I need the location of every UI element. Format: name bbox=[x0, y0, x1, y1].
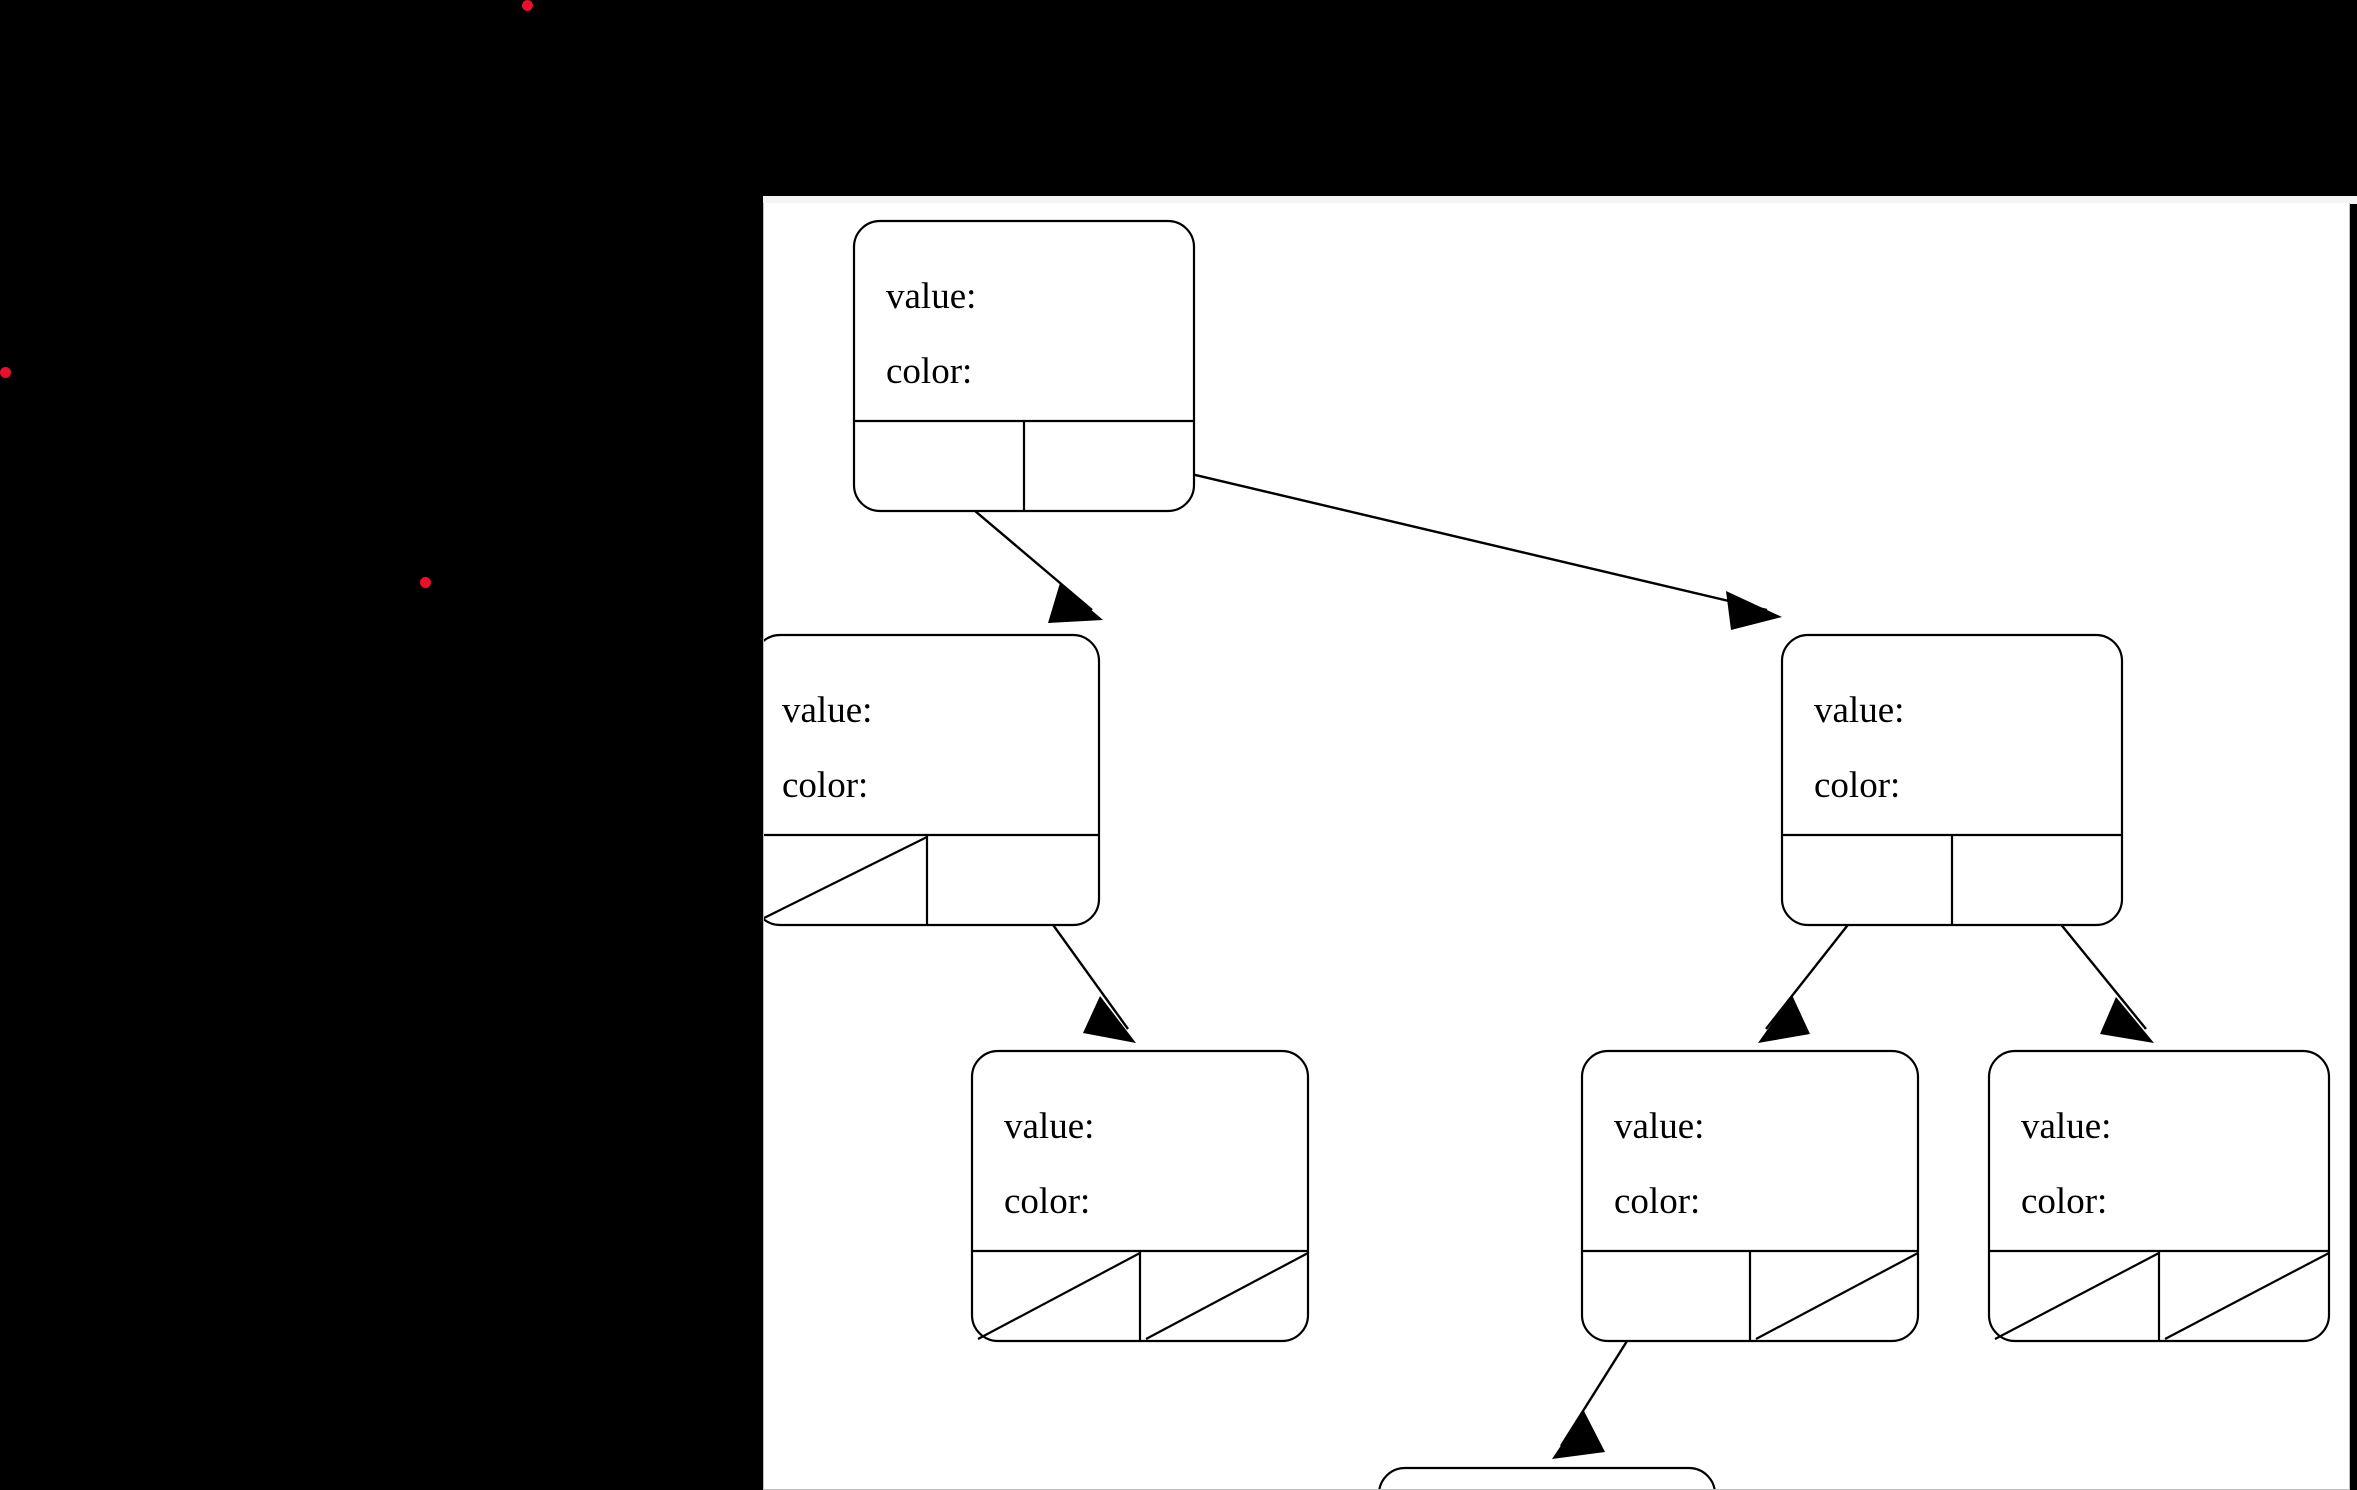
null-pointer-slash-icon bbox=[764, 836, 928, 920]
arrowhead-icon bbox=[1726, 591, 1782, 630]
tree-node-left-right-grandchild[interactable]: value: color: bbox=[970, 1049, 1310, 1343]
node-value-label: value: bbox=[782, 690, 872, 731]
node-value-label: value: bbox=[1614, 1106, 1704, 1147]
node-color-label: color: bbox=[1614, 1181, 1700, 1222]
tree-node-right-right-grandchild[interactable]: value: color: bbox=[1987, 1049, 2331, 1343]
binary-tree-diagram: value: color: value: color: value: color… bbox=[764, 219, 2331, 1490]
null-pointer-slash-icon bbox=[1994, 1252, 2160, 1340]
tree-node-right-child[interactable]: value: color: bbox=[1780, 633, 2124, 927]
red-pointer-dot-1 bbox=[522, 0, 533, 11]
diagram-canvas[interactable]: value: color: value: color: value: color… bbox=[763, 203, 2350, 1490]
null-pointer-slash-icon bbox=[1145, 1252, 1309, 1340]
edge-root-to-right-child bbox=[1135, 459, 1782, 630]
tree-node-right-left-grandchild[interactable]: value: color: bbox=[1580, 1049, 1920, 1343]
node-color-label: color: bbox=[886, 351, 972, 392]
null-pointer-slash-icon bbox=[1755, 1252, 1919, 1340]
tree-node-deepest[interactable]: value: color: bbox=[1378, 1466, 1716, 1490]
node-value-label: value: bbox=[1004, 1106, 1094, 1147]
arrowhead-icon bbox=[1083, 996, 1136, 1043]
tree-node-left-child[interactable]: value: color: bbox=[764, 633, 1101, 927]
node-value-label: value: bbox=[886, 276, 976, 317]
tree-node-root[interactable]: value: color: bbox=[852, 219, 1196, 513]
node-color-label: color: bbox=[782, 765, 868, 806]
arrowhead-icon bbox=[1552, 1411, 1605, 1459]
red-pointer-dot-3 bbox=[420, 577, 431, 588]
node-value-label: value: bbox=[2021, 1106, 2111, 1147]
node-color-label: color: bbox=[2021, 1181, 2107, 1222]
node-color-label: color: bbox=[1814, 765, 1900, 806]
arrowhead-icon bbox=[1048, 583, 1103, 623]
red-pointer-dot-2 bbox=[0, 367, 11, 378]
node-body[interactable] bbox=[1378, 1466, 1716, 1490]
arrowhead-icon bbox=[2100, 997, 2154, 1043]
panel-top-strip bbox=[763, 196, 2357, 204]
arrowhead-icon bbox=[1758, 995, 1810, 1043]
null-pointer-slash-icon bbox=[2164, 1252, 2330, 1340]
node-color-label: color: bbox=[1004, 1181, 1090, 1222]
node-value-label: value: bbox=[1814, 690, 1904, 731]
null-pointer-slash-icon bbox=[977, 1252, 1141, 1340]
